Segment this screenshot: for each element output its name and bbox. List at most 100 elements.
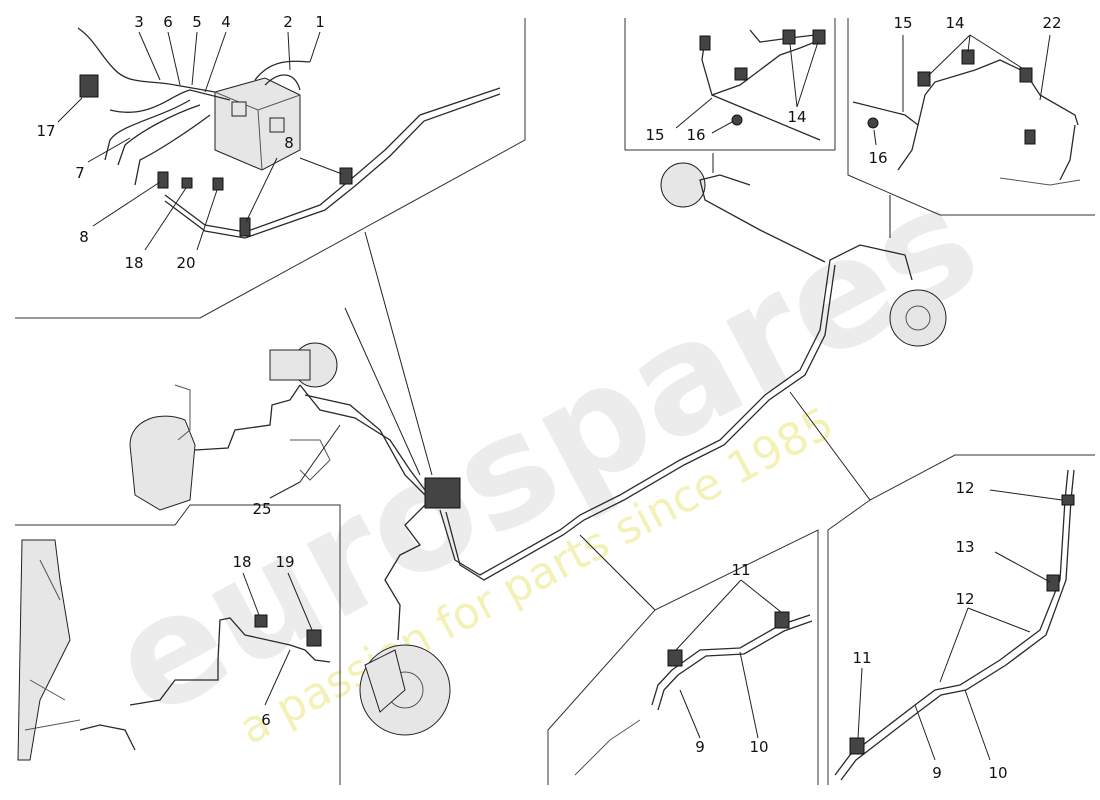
abs-modulator-edges — [214, 91, 301, 171]
callout-16a: 16 — [686, 126, 705, 144]
detail-front-left: 18 19 6 — [17, 539, 331, 761]
pipe-rear-bracket-c — [749, 29, 816, 43]
clip-8a — [157, 171, 169, 189]
callout-2: 2 — [283, 13, 293, 31]
grommet-16 — [731, 114, 743, 126]
detail-underbody-right: 12 13 12 11 9 10 — [834, 469, 1075, 782]
callout-10a: 10 — [749, 738, 768, 756]
callout-12a: 12 — [955, 479, 974, 497]
clip-14d — [917, 71, 931, 87]
frame-bottom-left — [15, 504, 341, 785]
clip-18 — [181, 177, 193, 189]
clip-19 — [306, 629, 322, 647]
callout-18b: 18 — [232, 553, 251, 571]
hose-front-left — [79, 724, 136, 751]
pipe-right-b — [840, 469, 1075, 781]
callout-10b: 10 — [988, 764, 1007, 782]
pipe-to-1 — [254, 60, 311, 81]
callout-19: 19 — [275, 553, 294, 571]
clip-11c — [849, 737, 865, 755]
callout-25: 25 — [252, 500, 271, 518]
rear-right-disc — [889, 289, 947, 347]
callout-8b: 8 — [284, 134, 294, 152]
pipe-rr-b — [917, 59, 1079, 126]
hose-rr — [999, 177, 1081, 186]
callout-20: 20 — [176, 254, 195, 272]
frame-top-middle — [624, 18, 836, 151]
clip-17 — [79, 74, 99, 98]
clip-8b — [239, 217, 251, 237]
abs-unit-main — [424, 477, 461, 509]
clip-20 — [212, 177, 224, 191]
master-cylinder — [269, 349, 311, 381]
callout-14b: 14 — [945, 14, 964, 32]
callout-17: 17 — [36, 122, 55, 140]
callout-15b: 15 — [893, 14, 912, 32]
grommet-16b — [867, 117, 879, 129]
clip-13 — [1046, 574, 1060, 592]
pipe-rear-run — [164, 87, 501, 233]
callout-8a: 8 — [79, 228, 89, 246]
frame-top-left — [15, 18, 526, 319]
pipe-mid-b — [657, 620, 813, 711]
callout-1: 1 — [315, 13, 325, 31]
callout-9a: 9 — [695, 738, 705, 756]
leaders-top-left-2 — [57, 97, 343, 251]
pipe-main-rear-2 — [445, 264, 836, 581]
frame-top-right — [847, 18, 1095, 216]
detail-abs-unit: 1 2 3 4 5 6 17 7 8 18 20 8 — [36, 13, 501, 272]
leaders-bottom-right — [857, 489, 1063, 761]
callout-4: 4 — [221, 13, 231, 31]
pipe-master-to-abs — [299, 384, 426, 491]
pipe-bundle-d — [117, 104, 201, 166]
leaders-25 — [269, 424, 341, 499]
callout-14a: 14 — [787, 108, 806, 126]
pipe-rear-left — [699, 174, 826, 263]
bracket-25 — [290, 439, 331, 481]
frame-bottom-right — [827, 454, 1095, 785]
abs-modulator — [214, 77, 301, 171]
callout-15a: 15 — [645, 126, 664, 144]
pipe-master-to-abs-2 — [304, 394, 426, 496]
front-left-caliper — [129, 415, 196, 511]
clip-14a — [734, 67, 748, 81]
clip-14f — [1019, 67, 1033, 83]
clip-11b — [774, 611, 790, 629]
leaders-bottom-middle — [675, 579, 782, 739]
clip-top-a — [699, 35, 711, 51]
callout-18a: 18 — [124, 254, 143, 272]
pipe-right-a — [834, 469, 1069, 776]
callout-16b: 16 — [868, 149, 887, 167]
callout-3: 3 — [134, 13, 144, 31]
callout-11b: 11 — [852, 649, 871, 667]
detail-underbody-mid: 11 9 10 — [574, 561, 813, 776]
hose-mid — [574, 719, 641, 776]
leaders-main-abs — [344, 231, 433, 476]
clip-14b — [782, 29, 796, 45]
pipe-bundle-b — [109, 89, 231, 113]
leaders-bottom-left — [242, 572, 313, 706]
callout-5: 5 — [192, 13, 202, 31]
callout-6: 6 — [163, 13, 173, 31]
rear-left-disc — [660, 162, 706, 208]
callout-22: 22 — [1042, 14, 1061, 32]
callout-9b: 9 — [932, 764, 942, 782]
clip-11a — [667, 649, 683, 667]
abs-port — [231, 101, 247, 117]
main-assembly: 25 — [129, 153, 947, 736]
abs-port-2 — [269, 117, 285, 133]
clip-8c — [339, 167, 353, 185]
pipe-front-left — [194, 384, 301, 451]
callout-12b: 12 — [955, 590, 974, 608]
callout-7: 7 — [75, 164, 85, 182]
callout-11a: 11 — [731, 561, 750, 579]
pipe-main-rear — [439, 244, 913, 576]
pipe-front-left-detail — [129, 617, 331, 706]
pipe-bundle-a — [77, 27, 216, 93]
clip-18b — [254, 614, 268, 628]
pipe-rear-run-2 — [164, 93, 501, 239]
front-right-caliper — [364, 649, 406, 713]
pipe-bundle-e — [134, 114, 211, 186]
